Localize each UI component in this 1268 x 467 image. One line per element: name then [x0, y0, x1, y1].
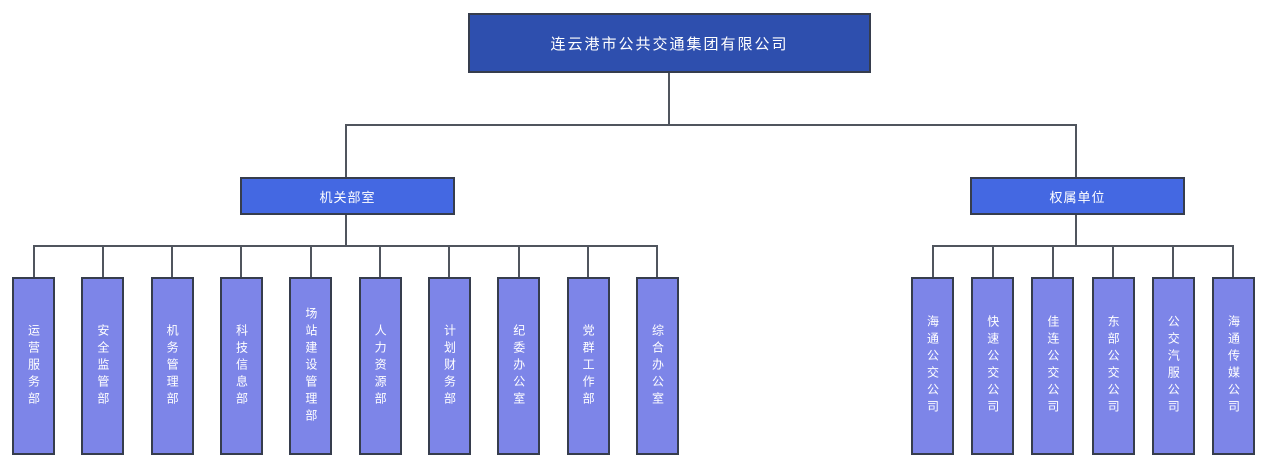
leaf-label: 科技信息部	[234, 323, 249, 409]
leaf-wrap: 场站建设管理部	[289, 245, 333, 455]
connector-left-group-drop	[345, 215, 347, 246]
connector-leaf-stub	[309, 245, 312, 277]
connector-leaf-stub	[448, 245, 451, 277]
leaf-label: 快速公交公司	[985, 315, 1000, 417]
branch-subsidiaries-label: 权属单位	[1049, 189, 1106, 205]
connector-leaf-stub	[32, 245, 35, 277]
leaf-label: 东部公交公司	[1106, 315, 1121, 417]
org-node-leaf: 运营服务部	[12, 277, 55, 455]
org-node-leaf: 佳连公交公司	[1031, 277, 1075, 455]
org-node-root: 连云港市公共交通集团有限公司	[468, 13, 871, 73]
leaf-label: 海通传媒公司	[1226, 315, 1241, 417]
leaf-label: 综合办公室	[650, 323, 665, 409]
leaf-wrap: 人力资源部	[358, 245, 402, 455]
branch-departments-label: 机关部室	[319, 189, 376, 205]
leaf-wrap: 机务管理部	[150, 245, 194, 455]
leaf-wrap: 党群工作部	[566, 245, 610, 455]
leaf-label: 场站建设管理部	[303, 306, 318, 426]
leaf-label: 海通公交公司	[925, 315, 940, 417]
connector-branch-rail	[345, 124, 1077, 126]
connector-leaf-stub	[517, 245, 520, 277]
leaf-wrap: 纪委办公室	[497, 245, 541, 455]
leaf-label: 运营服务部	[26, 323, 41, 409]
org-node-leaf: 综合办公室	[635, 277, 679, 455]
connector-leaf-stub	[1112, 245, 1115, 277]
connector-root-drop	[668, 73, 670, 126]
leaf-wrap: 运营服务部	[12, 245, 55, 455]
leaf-wrap: 计划财务部	[427, 245, 471, 455]
connector-branch-right-drop	[1075, 124, 1077, 178]
org-node-branch-subsidiaries: 权属单位	[970, 177, 1185, 215]
connector-leaf-stub	[1232, 245, 1235, 277]
leaf-wrap: 佳连公交公司	[1031, 245, 1075, 455]
org-node-leaf: 公交汽服公司	[1151, 277, 1195, 455]
connector-right-group-drop	[1075, 215, 1077, 246]
leaf-wrap: 东部公交公司	[1091, 245, 1135, 455]
connector-right-leaf-rail	[932, 245, 1234, 247]
connector-branch-left-drop	[345, 124, 347, 178]
leaf-wrap: 综合办公室	[635, 245, 679, 455]
leaf-wrap: 安全监管部	[81, 245, 125, 455]
org-node-branch-departments: 机关部室	[240, 177, 455, 215]
org-node-leaf: 安全监管部	[81, 277, 125, 455]
leaf-wrap: 海通公交公司	[911, 245, 954, 455]
connector-leaf-stub	[1051, 245, 1054, 277]
org-node-leaf: 海通传媒公司	[1211, 277, 1255, 455]
leaf-label: 党群工作部	[581, 323, 596, 409]
leaf-wrap: 公交汽服公司	[1151, 245, 1195, 455]
leaf-label: 安全监管部	[95, 323, 110, 409]
leaf-group-departments: 运营服务部 安全监管部 机务管理部 科技信息部 场站建设管理部	[12, 245, 679, 455]
connector-leaf-stub	[931, 245, 934, 277]
leaf-wrap: 海通传媒公司	[1211, 245, 1255, 455]
org-node-leaf: 机务管理部	[150, 277, 194, 455]
leaf-wrap: 科技信息部	[219, 245, 263, 455]
leaf-label: 人力资源部	[373, 323, 388, 409]
leaf-label: 机务管理部	[165, 323, 180, 409]
leaf-wrap: 快速公交公司	[971, 245, 1015, 455]
org-node-leaf: 党群工作部	[566, 277, 610, 455]
connector-leaf-stub	[240, 245, 243, 277]
org-node-leaf: 纪委办公室	[497, 277, 541, 455]
leaf-label: 佳连公交公司	[1045, 315, 1060, 417]
connector-leaf-stub	[101, 245, 104, 277]
connector-left-leaf-rail	[33, 245, 658, 247]
connector-leaf-stub	[379, 245, 382, 277]
leaf-label: 纪委办公室	[511, 323, 526, 409]
connector-leaf-stub	[656, 245, 659, 277]
connector-leaf-stub	[587, 245, 590, 277]
org-node-leaf: 东部公交公司	[1091, 277, 1135, 455]
leaf-label: 计划财务部	[442, 323, 457, 409]
leaf-label: 公交汽服公司	[1166, 315, 1181, 417]
connector-leaf-stub	[991, 245, 994, 277]
connector-leaf-stub	[1172, 245, 1175, 277]
org-node-leaf: 快速公交公司	[971, 277, 1015, 455]
org-node-leaf: 海通公交公司	[911, 277, 954, 455]
org-node-root-label: 连云港市公共交通集团有限公司	[550, 35, 789, 53]
org-node-leaf: 场站建设管理部	[289, 277, 333, 455]
org-node-leaf: 计划财务部	[427, 277, 471, 455]
org-node-leaf: 人力资源部	[358, 277, 402, 455]
connector-leaf-stub	[171, 245, 174, 277]
org-node-leaf: 科技信息部	[219, 277, 263, 455]
leaf-group-subsidiaries: 海通公交公司 快速公交公司 佳连公交公司 东部公交公司 公交汽服公司	[911, 245, 1255, 455]
